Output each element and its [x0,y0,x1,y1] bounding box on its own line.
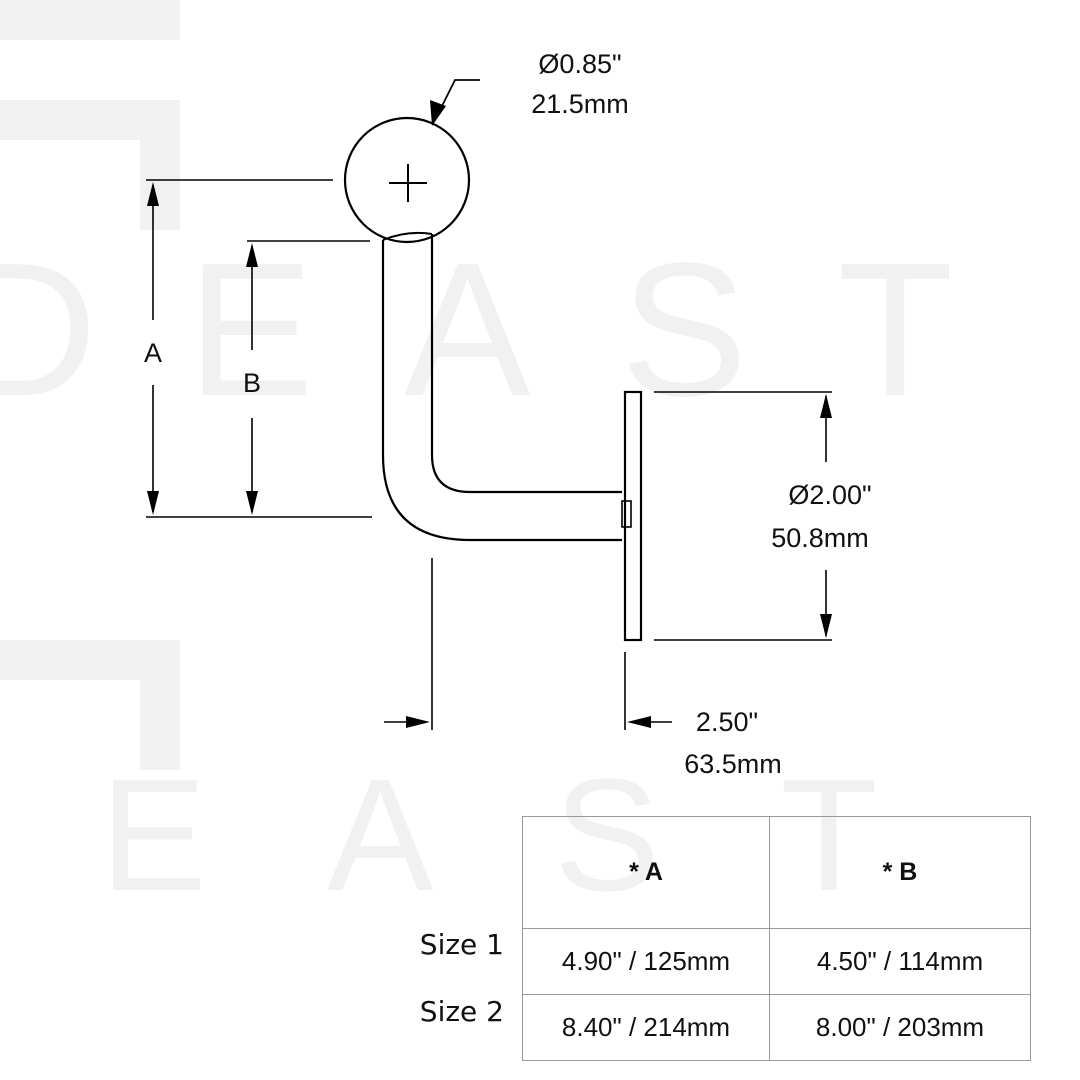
sizes-table: * A * B 4.90" / 125mm 4.50" / 114mm 8.40… [522,816,1031,1061]
header-a: * A [522,816,770,929]
row-label-size-2: Size 2 [419,995,504,1028]
plate-diameter-dimension: Ø2.00" 50.8mm [654,391,872,641]
rail-circle [343,116,471,244]
label-b: B [243,368,261,398]
arrow-b-down [246,491,258,515]
table-row: 4.90" / 125mm 4.50" / 114mm [522,928,1031,995]
plate-diameter-mm: 50.8mm [771,523,869,553]
arrow-b-up [246,243,258,267]
arm-inner-edge [430,234,622,494]
table-header-row: * A * B [522,816,1031,929]
watermark-text-upper: DEAST [0,224,1043,436]
cell-size1-a: 4.90" / 125mm [522,928,770,995]
cell-size1-b: 4.50" / 114mm [769,928,1031,995]
cell-size2-a: 8.40" / 214mm [522,994,770,1061]
arm-top-join [382,231,433,241]
table-row: 8.40" / 214mm 8.00" / 203mm [522,994,1031,1061]
plate-diameter-inch: Ø2.00" [788,480,871,510]
arrow-plate-up [820,394,832,418]
plate-screw [621,500,632,528]
arrow-a-up [147,182,159,206]
projection-dimension: 2.50" 63.5mm [384,558,782,779]
arrow-proj-left [406,716,430,728]
arrow-a-down [147,491,159,515]
rail-diameter-callout: Ø0.85" 21.5mm [430,49,629,126]
projection-inch: 2.50" [696,707,758,737]
rail-diameter-mm: 21.5mm [531,89,629,119]
plate-rect [623,390,643,642]
row-label-size-1: Size 1 [419,928,504,961]
arrow-proj-right [627,716,651,728]
dimension-a: A [144,179,372,518]
label-a: A [144,338,162,368]
dimension-b: B [243,240,370,515]
watermark: DEAST EAST [0,0,1043,924]
leader-line [437,79,480,115]
projection-mm: 63.5mm [684,749,782,779]
header-b: * B [769,816,1031,929]
arrow-plate-down [820,614,832,638]
arm-outer-edge [381,240,622,542]
cell-size2-b: 8.00" / 203mm [769,994,1031,1061]
rail-section [343,116,471,244]
sizes-table-container: * A * B 4.90" / 125mm 4.50" / 114mm 8.40… [522,816,1031,1061]
bracket-arm [381,231,622,542]
leader-arrow [430,100,446,126]
rail-diameter-inch: Ø0.85" [538,49,621,79]
wall-plate [621,390,643,642]
